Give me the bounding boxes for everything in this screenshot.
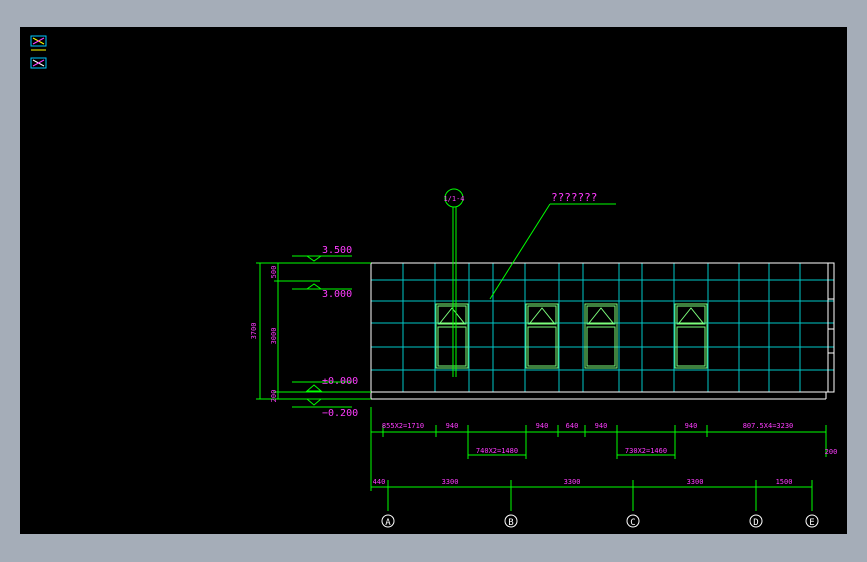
dim-axis-5: 1500 xyxy=(776,478,793,486)
vertical-dimensions xyxy=(256,262,282,400)
ucs-icon xyxy=(30,35,47,69)
dim-upper-3: 940 xyxy=(536,422,549,430)
cad-drawing-canvas[interactable]: 1/1-4 ??????? 3.500 3.000 ±0.000 −0.200 … xyxy=(20,27,847,534)
window-2 xyxy=(525,303,559,369)
svg-text:A: A xyxy=(385,518,391,528)
dim-upper-5: 940 xyxy=(595,422,608,430)
note-leader: ??????? xyxy=(489,191,616,300)
axis-bubble-c: C xyxy=(626,514,640,528)
dim-upper-height: 500 xyxy=(270,266,278,279)
svg-text:D: D xyxy=(753,518,758,528)
axis-bubble-e: E xyxy=(805,514,819,528)
dim-upper-4: 640 xyxy=(566,422,579,430)
axis-bubble-d: D xyxy=(749,514,763,528)
elevation-drawing: 1/1-4 ??????? 3.500 3.000 ±0.000 −0.200 … xyxy=(30,35,838,528)
elevation-top: 3.500 xyxy=(322,245,352,256)
window-1 xyxy=(435,303,469,369)
elevation-ground: ±0.000 xyxy=(322,376,358,387)
dim-axis-4: 3300 xyxy=(687,478,704,486)
facade-outline xyxy=(370,262,835,400)
dim-lower-2: 730X2=1460 xyxy=(625,447,667,455)
window-3 xyxy=(584,303,618,369)
elevation-eave: 3.000 xyxy=(322,289,352,300)
elevation-base: −0.200 xyxy=(322,408,358,419)
elevation-markers xyxy=(278,255,371,408)
axis-bubble-a: A xyxy=(381,514,395,528)
note-text: ??????? xyxy=(551,191,597,204)
dim-upper-7: 807.5X4=3230 xyxy=(743,422,794,430)
dim-total-height: 3700 xyxy=(250,323,258,340)
axis-bubble-b: B xyxy=(504,514,518,528)
axis-dimension-chain xyxy=(370,407,813,511)
dim-right: 200 xyxy=(825,448,838,456)
dim-axis-1: 440 xyxy=(373,478,386,486)
dim-upper-6: 940 xyxy=(685,422,698,430)
upper-dimension-chain xyxy=(371,425,827,459)
dim-upper-2: 940 xyxy=(446,422,459,430)
svg-text:B: B xyxy=(508,518,513,528)
dim-lower-1: 740X2=1480 xyxy=(476,447,518,455)
svg-text:C: C xyxy=(630,518,635,528)
dim-lower-height: 200 xyxy=(270,390,278,403)
dim-axis-3: 3300 xyxy=(564,478,581,486)
dim-middle-height: 3000 xyxy=(270,328,278,345)
dim-axis-2: 3300 xyxy=(442,478,459,486)
section-marker-label: 1/1-4 xyxy=(443,195,464,203)
section-marker: 1/1-4 xyxy=(443,188,465,377)
window-4 xyxy=(674,303,708,369)
dim-upper-1: 855X2=1710 xyxy=(382,422,424,430)
svg-text:E: E xyxy=(809,518,814,528)
